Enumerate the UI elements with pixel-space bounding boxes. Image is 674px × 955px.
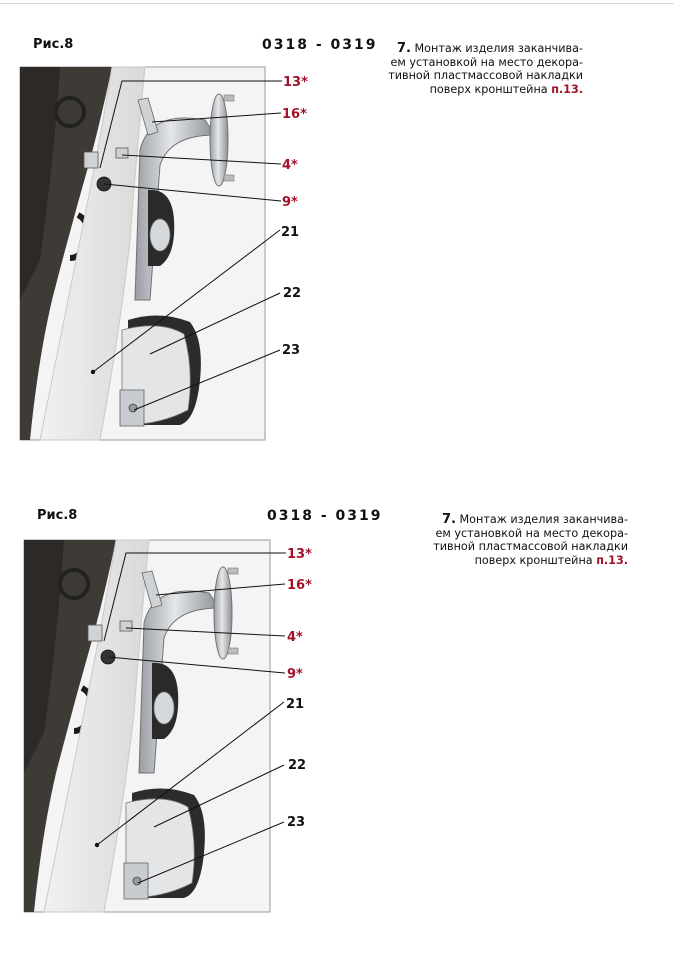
flange — [213, 566, 233, 660]
callout-label: 13* — [287, 547, 312, 562]
callout-label: 4* — [282, 158, 298, 173]
callout-label: 9* — [287, 667, 303, 682]
callout-label: 22 — [288, 758, 306, 773]
text-line: Монтаж изделия заканчива- — [414, 42, 583, 55]
text-line: поверх кронштейна — [429, 82, 548, 96]
installation-diagram: 13* 16* 4* 9* 21 22 23 — [19, 66, 308, 441]
instruction-block-2: Рис.8 0318 - 0319 7. Монтаж изделия зака… — [0, 470, 674, 940]
instruction-block-1: Рис.8 0318 - 0319 7. Монтаж изделия зака… — [0, 0, 674, 470]
callout-label: 9* — [282, 195, 298, 210]
step-number: 7. — [396, 41, 411, 56]
text-line: ем установкой на место декора- — [435, 526, 628, 540]
callout-label: 13* — [283, 75, 308, 90]
figure-label: Рис.8 — [33, 37, 74, 52]
bumper — [39, 66, 146, 441]
callout-label: 16* — [287, 578, 312, 593]
section-reference: п.13. — [596, 553, 628, 567]
installation-diagram: 13* 16* 4* 9* 21 22 23 — [23, 539, 312, 913]
wheel-logo — [58, 568, 90, 600]
callout-label: 22 — [283, 286, 301, 301]
instruction-text: 7. Монтаж изделия заканчива- ем установк… — [418, 513, 628, 567]
callout-label: 4* — [287, 630, 303, 645]
flange — [209, 93, 229, 187]
callout-label: 21 — [281, 225, 299, 240]
instruction-text: 7. Монтаж изделия заканчива- ем установк… — [373, 42, 583, 96]
text-line: тивной пластмассовой накладки — [388, 69, 583, 82]
top-divider — [0, 3, 674, 4]
text-line: ем установкой на место декора- — [390, 55, 583, 69]
callout-label: 23 — [287, 815, 305, 830]
step-number: 7. — [441, 512, 456, 527]
callout-label: 23 — [282, 343, 300, 358]
section-reference: п.13. — [551, 82, 583, 96]
figure-label: Рис.8 — [37, 508, 78, 523]
part-code: 0318 - 0319 — [262, 37, 378, 53]
callout-label: 16* — [282, 107, 307, 122]
text-line: тивной пластмассовой накладки — [433, 540, 628, 553]
text-line: Монтаж изделия заканчива- — [459, 513, 628, 526]
part-code: 0318 - 0319 — [267, 508, 383, 524]
callout-label: 21 — [286, 697, 304, 712]
wheel-logo — [54, 96, 86, 128]
bumper — [43, 539, 150, 913]
text-line: поверх кронштейна — [474, 553, 593, 567]
